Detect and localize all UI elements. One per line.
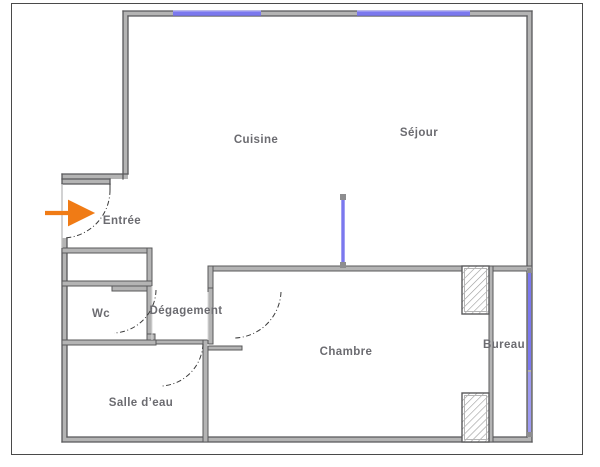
door-salle-deau-arc — [161, 343, 204, 387]
room-labels: Cuisine Séjour Entrée Wc Dégagement Cham… — [92, 127, 525, 409]
wall-closet-east — [146, 247, 153, 287]
room-label-entree: Entrée — [103, 215, 141, 227]
column-bureau-lower — [461, 392, 490, 443]
wall-closet-top — [61, 247, 153, 254]
room-label-degagement: Dégagement — [149, 305, 222, 317]
jamb-wc — [146, 333, 156, 341]
page-frame — [11, 3, 583, 455]
opening-guides — [61, 184, 209, 346]
wall-wc-north — [61, 280, 153, 287]
door-swings — [63, 189, 282, 387]
room-label-sejour: Séjour — [400, 127, 438, 139]
door-entree-arc — [63, 189, 111, 239]
room-label-chambre: Chambre — [320, 346, 373, 358]
column-bureau-upper — [461, 265, 490, 315]
room-label-cuisine: Cuisine — [234, 134, 278, 146]
wall-wc-north-stub — [111, 285, 153, 292]
window-jambs — [340, 194, 532, 437]
wall-bureau-west — [488, 265, 494, 443]
wall-salle-deau-east — [202, 339, 209, 443]
hatched-columns — [461, 265, 490, 443]
wall-degagement-south — [155, 339, 209, 345]
door-degagement-arc — [233, 291, 282, 339]
wall-salle-deau-stub — [207, 345, 243, 351]
wall-salle-deau-north — [61, 339, 157, 346]
exterior-walls — [61, 10, 533, 443]
room-label-bureau: Bureau — [483, 339, 525, 351]
door-wc-arc — [113, 289, 157, 334]
room-label-wc: Wc — [92, 308, 110, 320]
room-label-salle-deau: Salle d’eau — [109, 397, 173, 409]
windows — [173, 10, 531, 436]
interior-walls — [61, 247, 533, 443]
